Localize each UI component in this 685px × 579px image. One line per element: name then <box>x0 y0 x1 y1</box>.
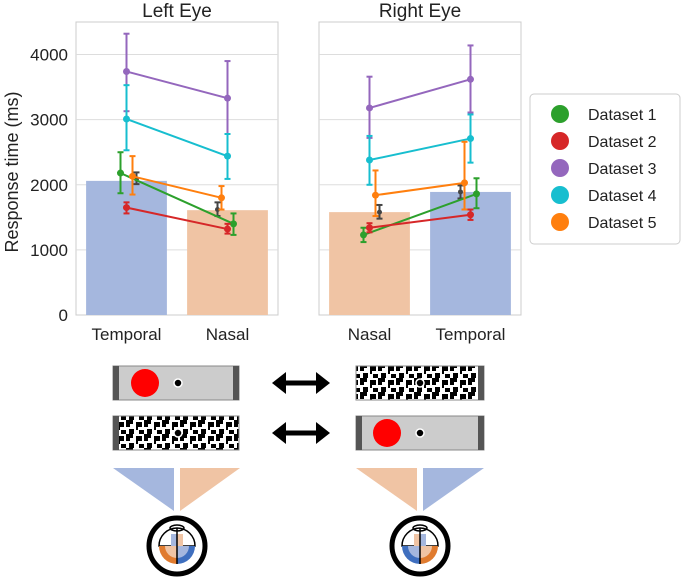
temporal-field-triangle <box>113 468 174 511</box>
data-point <box>461 179 468 187</box>
legend-label: Dataset 3 <box>588 161 657 178</box>
stimulus-edge <box>113 366 119 400</box>
red-dot <box>131 369 159 397</box>
stimulus-edge <box>356 416 362 450</box>
data-point <box>230 220 237 228</box>
legend: Dataset 1 Dataset 2 Dataset 3 Dataset 4 Data… <box>529 93 681 245</box>
series-line-1 <box>120 172 234 225</box>
category-label: Nasal <box>348 325 391 344</box>
data-point <box>224 152 231 160</box>
fixation-point <box>415 378 425 388</box>
series-line-4 <box>369 137 471 162</box>
left-eye-icon <box>146 515 208 577</box>
data-point <box>129 172 136 180</box>
series-line-4 <box>126 118 228 158</box>
data-point <box>123 115 130 123</box>
fixation-point <box>173 428 183 438</box>
mean-point <box>458 189 463 195</box>
stimulus-edge <box>233 366 239 400</box>
y-tick-label: 3000 <box>30 111 68 130</box>
data-point <box>366 156 373 164</box>
stimulus-edge <box>113 416 119 450</box>
panel-title-right: Right Eye <box>379 1 461 22</box>
data-point <box>224 94 231 102</box>
panel-title-left: Left Eye <box>142 1 212 22</box>
nasal-field-triangle <box>356 468 417 511</box>
right-eye-icon <box>389 515 451 577</box>
panel-left-eye: Temporal Nasal <box>75 21 279 344</box>
data-point <box>218 194 225 202</box>
legend-marker <box>551 132 569 150</box>
legend-label: Dataset 1 <box>588 107 657 124</box>
legend-label: Dataset 4 <box>588 188 657 205</box>
category-label: Temporal <box>92 325 162 344</box>
stimulus-schematic <box>112 365 485 577</box>
legend-marker <box>551 159 569 177</box>
series-line-3 <box>126 70 228 100</box>
data-point <box>117 169 124 177</box>
stimulus-edge <box>478 366 484 400</box>
data-point <box>366 224 373 232</box>
data-point <box>467 211 474 219</box>
red-dot <box>373 419 401 447</box>
nasal-field-triangle <box>180 468 240 511</box>
mean-point <box>377 209 382 215</box>
panel-right-eye: Nasal Temporal <box>318 21 522 344</box>
stimulus-left-row2 <box>112 415 240 451</box>
data-point <box>467 135 474 143</box>
data-point <box>467 75 474 83</box>
category-label: Nasal <box>206 325 249 344</box>
series-line-2 <box>369 213 471 229</box>
series-line-3 <box>369 78 471 109</box>
legend-frame <box>529 93 681 245</box>
data-point <box>224 225 231 233</box>
series-line-1 <box>363 192 477 236</box>
data-point <box>360 231 367 239</box>
data-point <box>123 67 130 75</box>
noise-panel <box>355 365 485 401</box>
data-point <box>473 190 480 198</box>
legend-marker <box>551 213 569 231</box>
series-line-5 <box>132 175 222 199</box>
y-tick-label: 4000 <box>30 46 68 65</box>
mean-point <box>215 207 220 213</box>
stimulus-right-row2 <box>355 415 485 451</box>
bidirectional-arrow-icon <box>272 372 330 394</box>
y-tick-label: 0 <box>59 306 68 325</box>
legend-label: Dataset 5 <box>588 215 657 232</box>
legend-label: Dataset 2 <box>588 134 657 151</box>
legend-marker <box>551 105 569 123</box>
data-point <box>372 191 379 199</box>
series-line-2 <box>126 206 228 231</box>
y-tick-label: 1000 <box>30 241 68 260</box>
fixation-point <box>173 378 183 388</box>
stimulus-left-row1 <box>112 365 240 401</box>
fixation-point <box>415 428 425 438</box>
temporal-field-triangle <box>423 468 484 511</box>
y-axis-label: Response time (ms) <box>2 91 22 252</box>
stimulus-edge <box>478 416 484 450</box>
series-line-5 <box>375 181 465 197</box>
bidirectional-arrow-icon <box>272 422 330 444</box>
legend-marker <box>551 186 569 204</box>
data-point <box>123 204 130 212</box>
y-tick-label: 2000 <box>30 176 68 195</box>
category-label: Temporal <box>436 325 506 344</box>
stimulus-right-row1 <box>355 365 485 401</box>
data-point <box>366 104 373 112</box>
bar-temporal <box>86 180 167 315</box>
y-ticks: 0 1000 2000 3000 4000 <box>30 46 68 325</box>
